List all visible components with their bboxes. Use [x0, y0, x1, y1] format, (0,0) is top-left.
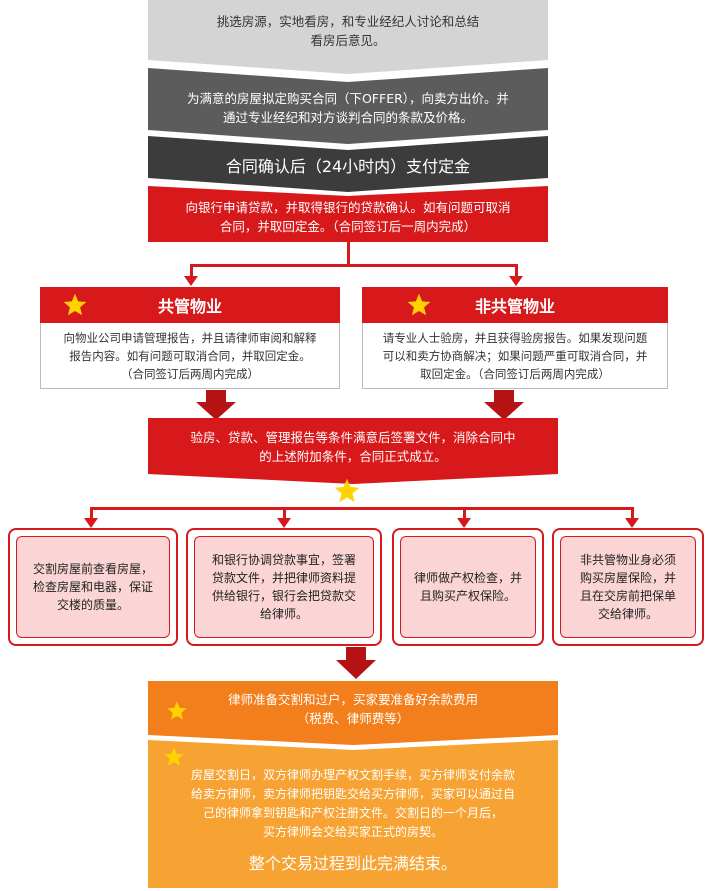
branch-strata-text: 向物业公司申请管理报告，并且请律师审阅和解释 报告内容。如有问题可取消合同，并取…: [63, 330, 317, 381]
step-pay-deposit-text: 合同确认后（24小时内）支付定金: [225, 157, 471, 176]
arrow-to-card-2: [277, 518, 291, 528]
step-closing-day: 房屋交割日，双方律师办理产权文割手续，买方律师支付余款 给卖方律师，卖方律师把钥…: [148, 740, 558, 888]
ending-text: 整个交易过程到此完满结束。: [248, 854, 457, 873]
card-final-inspection: 交割房屋前查看房屋， 检查房屋和电器，保证 交楼的质量。: [8, 528, 178, 646]
step-make-offer: 为满意的房屋拟定购买合同（下OFFER），向卖方出价。并 通过专业经纪和对方谈判…: [148, 68, 548, 144]
star-icon: [164, 747, 184, 766]
arrow-to-card-4: [625, 518, 639, 528]
step-make-offer-text: 为满意的房屋拟定购买合同（下OFFER），向卖方出价。并 通过专业经纪和对方谈判…: [186, 91, 510, 125]
branch-freehold-text: 请专业人士验房，并且获得验房报告。如果发现问题 可以和卖方协商解决；如果问题严重…: [382, 330, 648, 381]
step-apply-loan-text: 向银行申请贷款，并取得银行的贷款确认。如有问题可取消 合同，并取回定金。（合同签…: [185, 200, 511, 234]
arrow-to-card-1: [84, 518, 98, 528]
down-arrow-icon: [336, 647, 376, 679]
card-home-insurance: 非共管物业身必须 购买房屋保险，并 且在交房前把保单 交给律师。: [552, 528, 704, 646]
split-connector-left-drop: [190, 264, 193, 278]
split-connector-vertical: [347, 242, 350, 266]
down-arrow-icon: [484, 390, 524, 420]
step-remove-conditions-text: 验房、贷款、管理报告等条件满意后签署文件，消除合同中 的上述附加条件，合同正式成…: [190, 430, 516, 464]
branch-strata-body: 向物业公司申请管理报告，并且请律师审阅和解释 报告内容。如有问题可取消合同，并取…: [40, 323, 340, 389]
card-final-inspection-text: 交割房屋前查看房屋， 检查房屋和电器，保证 交楼的质量。: [32, 562, 153, 612]
fanout-connector-drop-4: [631, 507, 634, 521]
arrow-to-right-branch: [509, 276, 523, 286]
card-home-insurance-text: 非共管物业身必须 购买房屋保险，并 且在交房前把保单 交给律师。: [579, 553, 676, 621]
branch-freehold-body: 请专业人士验房，并且获得验房报告。如果发现问题 可以和卖方协商解决；如果问题严重…: [362, 323, 668, 389]
card-bank-coordination-text: 和银行协调贷款事宜，签署 贷款文件，并把律师资料提 供给银行，银行会把贷款交 给…: [211, 553, 356, 621]
branch-strata-header: 共管物业: [40, 287, 340, 323]
star-icon: [63, 293, 87, 316]
card-title-insurance-text: 律师做产权检查，并 且购买产权保险。: [413, 571, 522, 603]
step-closing-day-text: 房屋交割日，双方律师办理产权文割手续，买方律师支付余款 给卖方律师，卖方律师把钥…: [190, 768, 515, 839]
fanout-connector-drop-3: [463, 507, 466, 521]
fanout-connector-drop-2: [283, 507, 286, 521]
split-connector-right-drop: [515, 264, 518, 278]
step-pay-deposit: 合同确认后（24小时内）支付定金: [148, 136, 548, 192]
split-connector-horizontal: [190, 264, 518, 267]
down-arrow-icon: [196, 390, 236, 420]
step-select-property-text: 挑选房源，实地看房，和专业经纪人讨论和总结 看房后意见。: [216, 14, 480, 48]
step-apply-loan: 向银行申请贷款，并取得银行的贷款确认。如有问题可取消 合同，并取回定金。（合同签…: [148, 186, 548, 242]
step-remove-conditions: 验房、贷款、管理报告等条件满意后签署文件，消除合同中 的上述附加条件，合同正式成…: [148, 418, 558, 484]
fanout-connector-horizontal: [90, 507, 634, 510]
star-icon: [334, 478, 360, 503]
arrow-to-left-branch: [184, 276, 198, 286]
step-lawyer-prepare: 律师准备交割和过户，买家要准备好余款费用 （税费、律师费等）: [148, 681, 558, 745]
arrow-to-card-3: [457, 518, 471, 528]
branch-strata-title: 共管物业: [157, 297, 222, 316]
card-bank-coordination: 和银行协调贷款事宜，签署 贷款文件，并把律师资料提 供给银行，银行会把贷款交 给…: [186, 528, 382, 646]
step-lawyer-prepare-text: 律师准备交割和过户，买家要准备好余款费用 （税费、律师费等）: [227, 692, 478, 726]
card-title-insurance: 律师做产权检查，并 且购买产权保险。: [392, 528, 544, 646]
star-icon: [407, 293, 431, 316]
branch-freehold-title: 非共管物业: [474, 297, 555, 316]
fanout-connector-drop-1: [90, 507, 93, 521]
step-select-property: 挑选房源，实地看房，和专业经纪人讨论和总结 看房后意见。: [148, 0, 548, 74]
star-icon: [167, 701, 187, 720]
